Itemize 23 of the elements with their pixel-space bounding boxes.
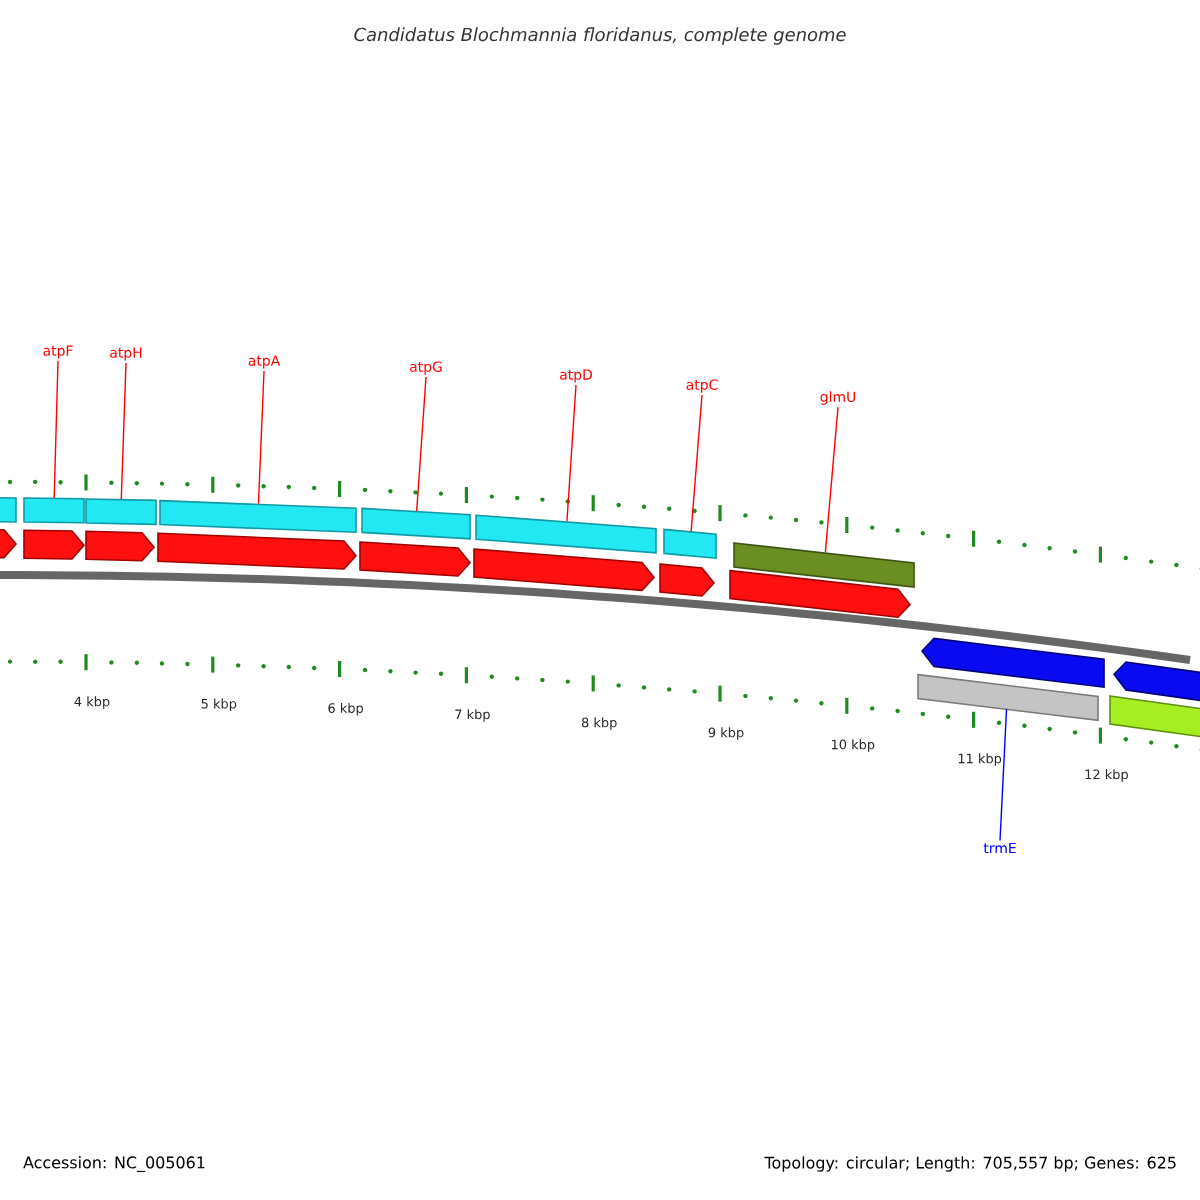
gene-feature: [85, 530, 156, 562]
gene-bar: [85, 498, 157, 526]
leader-line: [53, 360, 59, 499]
leader-line: [566, 384, 577, 522]
gene-feature: [23, 529, 86, 560]
gene-bar: [475, 514, 657, 554]
leader-line: [120, 362, 127, 500]
gene-bar: [23, 497, 85, 524]
leader-line: [690, 394, 703, 533]
gene-bar: [733, 542, 915, 588]
gene-feature: [729, 569, 912, 619]
gene-bar: [361, 507, 471, 540]
gene-bar: [1109, 695, 1200, 741]
gene-feature: [0, 528, 18, 559]
leader-line: [999, 708, 1008, 842]
leader-line: [257, 370, 265, 505]
gene-bar: [0, 496, 17, 523]
gene-feature: [359, 541, 472, 577]
leader-line: [824, 406, 839, 553]
gene-bar: [663, 528, 717, 560]
gene-bar: [917, 673, 1099, 722]
title: Candidatus Blochmannia floridanus, complete genome: [354, 27, 846, 45]
gene-feature: [659, 563, 716, 597]
